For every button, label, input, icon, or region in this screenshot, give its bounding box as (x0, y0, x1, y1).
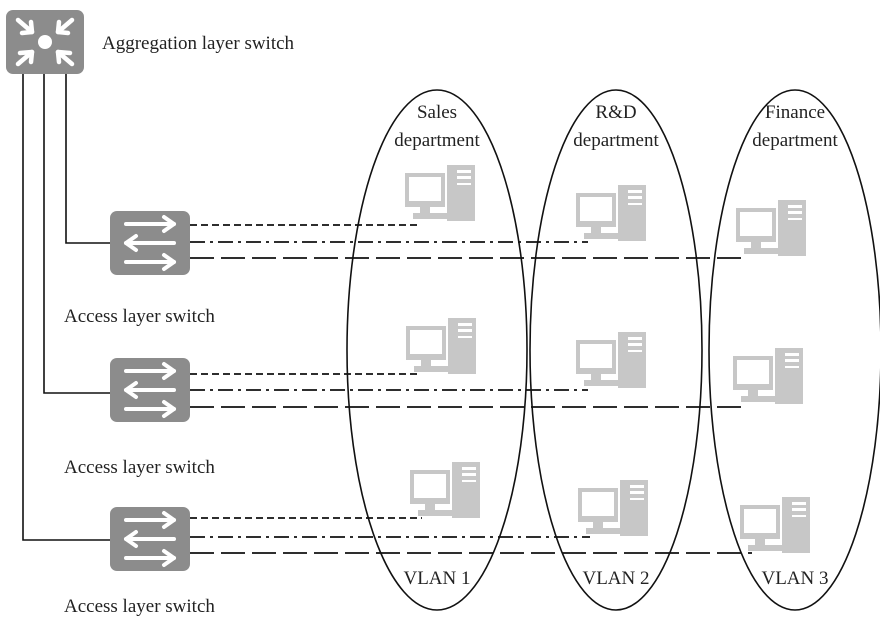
vlan-3-ellipse (708, 89, 880, 611)
department-label-rd: R&D (595, 102, 636, 123)
computer-icon (576, 332, 646, 388)
computer-icon (578, 480, 648, 536)
vlan-label: VLAN 3 (761, 568, 828, 589)
computer-icon (406, 318, 476, 374)
department-label-sales: Sales (417, 102, 457, 123)
department-label-rd: department (573, 130, 659, 151)
department-label-finance: Finance (765, 102, 825, 123)
computers (405, 165, 810, 553)
computer-icon (733, 348, 803, 404)
access-switch-icon (108, 505, 192, 573)
access-switch-label: Access layer switch (64, 457, 215, 478)
computer-icon (405, 165, 475, 221)
aggregation-switch-icon (6, 10, 84, 74)
computer-icon (576, 185, 646, 241)
department-label-finance: department (752, 130, 838, 151)
vlan-label: VLAN 2 (582, 568, 649, 589)
computer-icon (736, 200, 806, 256)
vlan-ellipses (346, 89, 880, 611)
access-switch-icon (108, 356, 192, 424)
vlan-2-ellipse (529, 89, 703, 611)
access-switch-icon (108, 209, 192, 277)
department-label-sales: department (394, 130, 480, 151)
access-switch-label: Access layer switch (64, 306, 215, 327)
aggregation-switch-label: Aggregation layer switch (102, 33, 295, 54)
vlan-1-ellipse (346, 89, 528, 611)
vlan-label: VLAN 1 (403, 568, 470, 589)
access-switch-label: Access layer switch (64, 596, 215, 617)
vlan-links (190, 224, 752, 554)
computer-icon (740, 497, 810, 553)
uplink-wires (22, 74, 118, 541)
computer-icon (410, 462, 480, 518)
